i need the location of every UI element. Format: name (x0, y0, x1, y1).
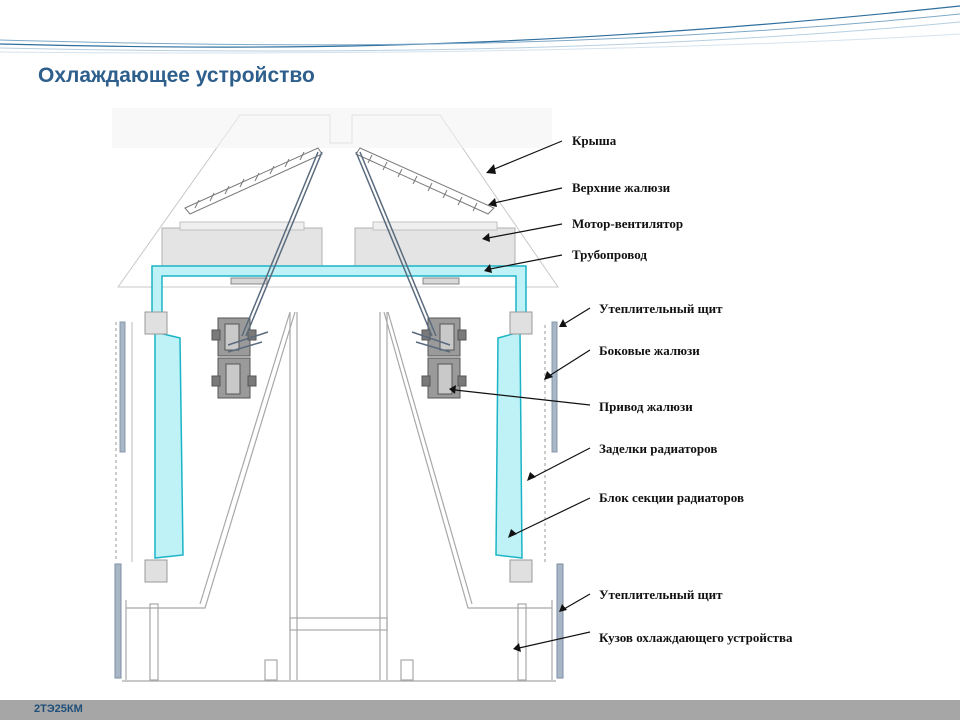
label-cooling-unit-body: Кузов охлаждающего устройства (599, 630, 793, 645)
louver-drive-left (211, 317, 257, 399)
pipeline (151, 265, 527, 319)
header-swoosh (0, 5, 960, 54)
louver-drive-right (421, 317, 467, 399)
radiator-blocks (154, 331, 523, 559)
label-upper-louvers: Верхние жалюзи (572, 180, 671, 195)
label-motor-fan: Мотор-вентилятор (572, 216, 684, 231)
label-radiator-section-block: Блок секции радиаторов (599, 490, 744, 505)
label-insulation-shield-top: Утеплительный щит (599, 301, 723, 316)
callout-arrowheads (449, 164, 567, 652)
insulation-shields-bottom (114, 563, 564, 679)
label-louver-drive: Привод жалюзи (599, 399, 693, 414)
radiator-seals (144, 311, 533, 583)
drive-linkage (227, 151, 451, 353)
page-title: Охлаждающее устройство (38, 64, 315, 87)
body-walls (115, 321, 558, 562)
footer-bar: 2ТЭ25КМ (0, 700, 960, 720)
label-radiator-seals: Заделки радиаторов (599, 441, 718, 456)
label-insulation-shield-bottom: Утеплительный щит (599, 587, 723, 602)
internal-frame (122, 311, 556, 682)
label-roof: Крыша (572, 133, 617, 148)
callout-arrows (454, 140, 591, 649)
footer-label: 2ТЭ25КМ (34, 703, 83, 715)
label-pipeline: Трубопровод (572, 247, 647, 262)
label-side-louvers: Боковые жалюзи (599, 343, 700, 358)
upper-louvers (184, 147, 495, 215)
